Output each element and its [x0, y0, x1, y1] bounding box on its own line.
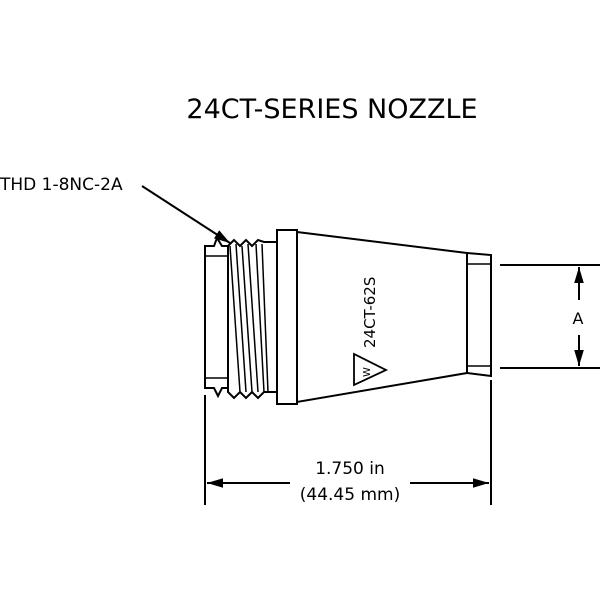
part-marking: 24CT-62S: [361, 277, 379, 348]
cone: [296, 230, 468, 404]
thread-callout-label: THD 1-8NC-2A: [0, 175, 123, 195]
length-mm: (44.45 mm): [300, 485, 400, 505]
nozzle-body: [204, 229, 492, 405]
svg-text:W: W: [362, 367, 373, 377]
collar: [276, 229, 298, 405]
length-inches: 1.750 in: [315, 459, 385, 479]
dimension-a-label: A: [573, 309, 584, 328]
thread-callout-leader: [141, 185, 231, 244]
manufacturer-logo-icon: W: [353, 352, 389, 387]
tip: [466, 251, 492, 378]
rear-cap: [204, 235, 229, 399]
dimension-a: [500, 264, 600, 369]
drawing-title: 24CT-SERIES NOZZLE: [186, 94, 477, 125]
length-dimension: [204, 380, 492, 505]
